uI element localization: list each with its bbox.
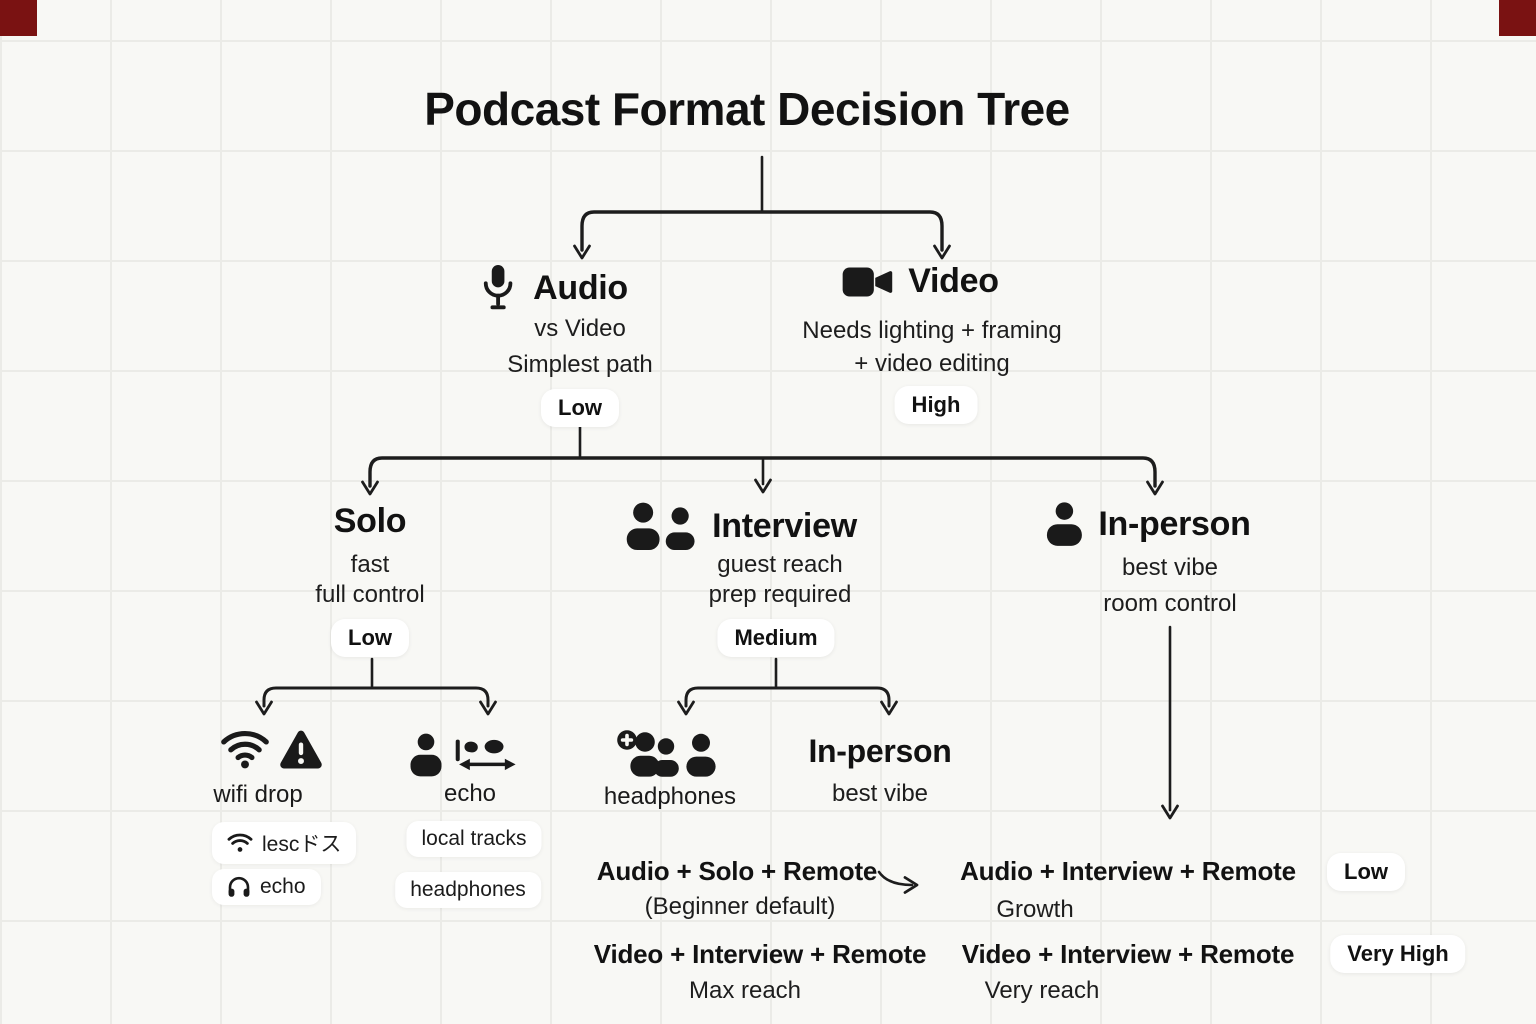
node-solo: Solo	[333, 502, 407, 541]
corner-marker-top-left	[0, 0, 37, 36]
node-inperson-line2: room control	[1103, 590, 1237, 617]
edge-root-to-level1	[573, 155, 951, 260]
node-video: Video	[841, 262, 999, 301]
outcome-very-reach-badge: Very High	[1330, 935, 1466, 973]
node-interview-badge: Medium	[717, 619, 835, 657]
warning-icon	[280, 730, 322, 769]
node-video-line2: + video editing	[854, 350, 1010, 377]
two-people-icon	[626, 502, 695, 550]
node-solo-badge: Low	[331, 619, 409, 657]
inperson-sub-title: In-person	[808, 733, 952, 769]
outcome-growth-combo: Audio + Interview + Remote	[960, 856, 1296, 886]
wifi-drop-chip-2: echo	[212, 869, 321, 905]
wifi-drop-label: wifi drop	[213, 781, 303, 808]
echo-chip-2-label: headphones	[410, 878, 526, 901]
wifi-drop-chip-1-label: lescドス	[262, 833, 342, 856]
node-video-badge: High	[894, 386, 978, 424]
echo-label: echo	[443, 780, 497, 807]
headphones-branch-icons	[616, 730, 720, 778]
edge-audio-to-level2	[361, 422, 1164, 496]
edge-beginner-to-growth-arrow	[877, 870, 919, 894]
outcome-beginner-combo: Audio + Solo + Remote	[596, 856, 878, 886]
outcome-beginner-note: (Beginner default)	[644, 893, 836, 920]
outcome-growth-badge: Low	[1327, 853, 1405, 891]
edge-solo-split	[255, 657, 497, 716]
echo-bounce-icon	[455, 739, 516, 771]
echo-chip-1: local tracks	[406, 821, 542, 857]
node-solo-line2: full control	[315, 581, 425, 608]
node-interview: Interview	[625, 502, 857, 550]
outcome-growth-note: Growth	[996, 896, 1074, 923]
node-inperson: In-person	[1045, 502, 1251, 546]
outcome-very-reach-combo: Video + Interview + Remote	[961, 939, 1295, 969]
node-audio: Audio	[478, 260, 628, 316]
echo-chip-2: headphones	[395, 872, 541, 908]
corner-marker-top-right	[1499, 0, 1536, 36]
node-video-line1: Needs lighting + framing	[802, 317, 1062, 344]
edge-interview-split	[677, 657, 898, 716]
node-audio-badge: Low	[541, 389, 619, 427]
outcome-max-reach-note: Max reach	[688, 977, 802, 1004]
node-solo-line1: fast	[350, 551, 390, 578]
person-icon	[410, 733, 442, 777]
wifi-drop-chip-2-label: echo	[260, 875, 306, 898]
outcome-max-reach-combo: Video + Interview + Remote	[593, 939, 927, 969]
wifi-icon	[227, 833, 253, 852]
node-interview-line1: guest reach	[717, 551, 843, 578]
headphones-branch-label: headphones	[603, 783, 737, 810]
node-solo-title: Solo	[333, 502, 407, 540]
person-icon	[1046, 502, 1082, 546]
wifi-drop-icons	[220, 728, 324, 770]
echo-icons	[409, 730, 521, 780]
node-inperson-title: In-person	[1098, 504, 1251, 543]
node-audio-line1: vs Video	[534, 315, 626, 342]
node-inperson-line1: best vibe	[1121, 554, 1219, 581]
edge-inperson-down-arrow	[1161, 625, 1179, 820]
echo-chip-1-label: local tracks	[421, 827, 527, 850]
outcome-very-reach-note: Very reach	[984, 977, 1100, 1004]
node-audio-title: Audio	[533, 268, 628, 307]
node-interview-title: Interview	[712, 506, 857, 545]
node-video-title: Video	[908, 262, 999, 300]
node-interview-line2: prep required	[708, 581, 852, 608]
people-plus-icon	[617, 730, 716, 777]
video-camera-icon	[842, 266, 893, 297]
wifi-icon	[221, 731, 269, 769]
headphones-icon	[228, 876, 250, 897]
microphone-icon	[483, 265, 513, 310]
diagram-title: Podcast Format Decision Tree	[424, 83, 1070, 135]
wifi-drop-chip-1: lescドス	[212, 822, 357, 864]
inperson-sub-line1: best vibe	[831, 780, 929, 807]
node-audio-line2: Simplest path	[507, 351, 653, 378]
